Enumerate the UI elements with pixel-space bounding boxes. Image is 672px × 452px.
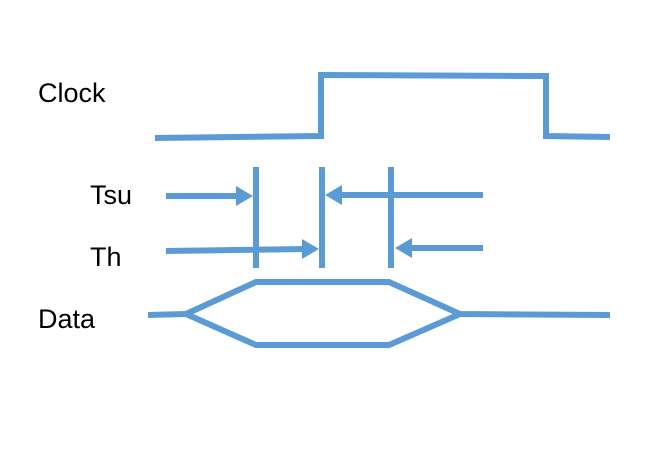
tsu-arrowhead-left-icon (325, 185, 342, 205)
th-label: Th (90, 242, 122, 272)
th-arrowhead-right-icon (302, 239, 319, 259)
tsu-label: Tsu (90, 180, 133, 210)
th-arrow-left-shaft (165, 246, 307, 254)
data-waveform-bottom (184, 311, 462, 348)
th-arrowhead-left-icon (395, 238, 412, 258)
tsu-arrowhead-right-icon (236, 186, 253, 206)
clock-label: Clock (38, 78, 106, 108)
data-waveform-top (147, 279, 611, 318)
data-label: Data (38, 304, 96, 334)
clock-waveform (154, 71, 611, 141)
